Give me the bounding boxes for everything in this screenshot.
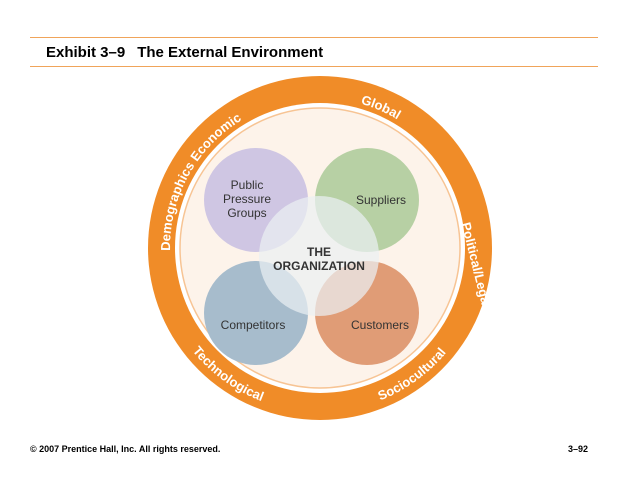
header-rule-bottom <box>30 66 598 67</box>
exhibit-label: Exhibit 3–9 <box>46 44 126 61</box>
label-pressure: Pressure <box>223 192 271 206</box>
label-public: Public <box>231 178 264 192</box>
label-customers: Customers <box>351 318 409 332</box>
label-groups: Groups <box>227 206 266 220</box>
exhibit-title: The External Environment <box>137 44 324 61</box>
label-competitors: Competitors <box>221 318 286 332</box>
circle-organization <box>259 196 379 316</box>
footer-copyright: © 2007 Prentice Hall, Inc. All rights re… <box>30 444 221 454</box>
slide-title: Exhibit 3–9 The External Environment <box>46 44 323 61</box>
header-rule-top <box>30 37 598 38</box>
footer-page-number: 3–92 <box>568 444 589 454</box>
label-organization: ORGANIZATION <box>273 259 365 273</box>
label-the: THE <box>307 245 331 259</box>
label-suppliers: Suppliers <box>356 193 406 207</box>
